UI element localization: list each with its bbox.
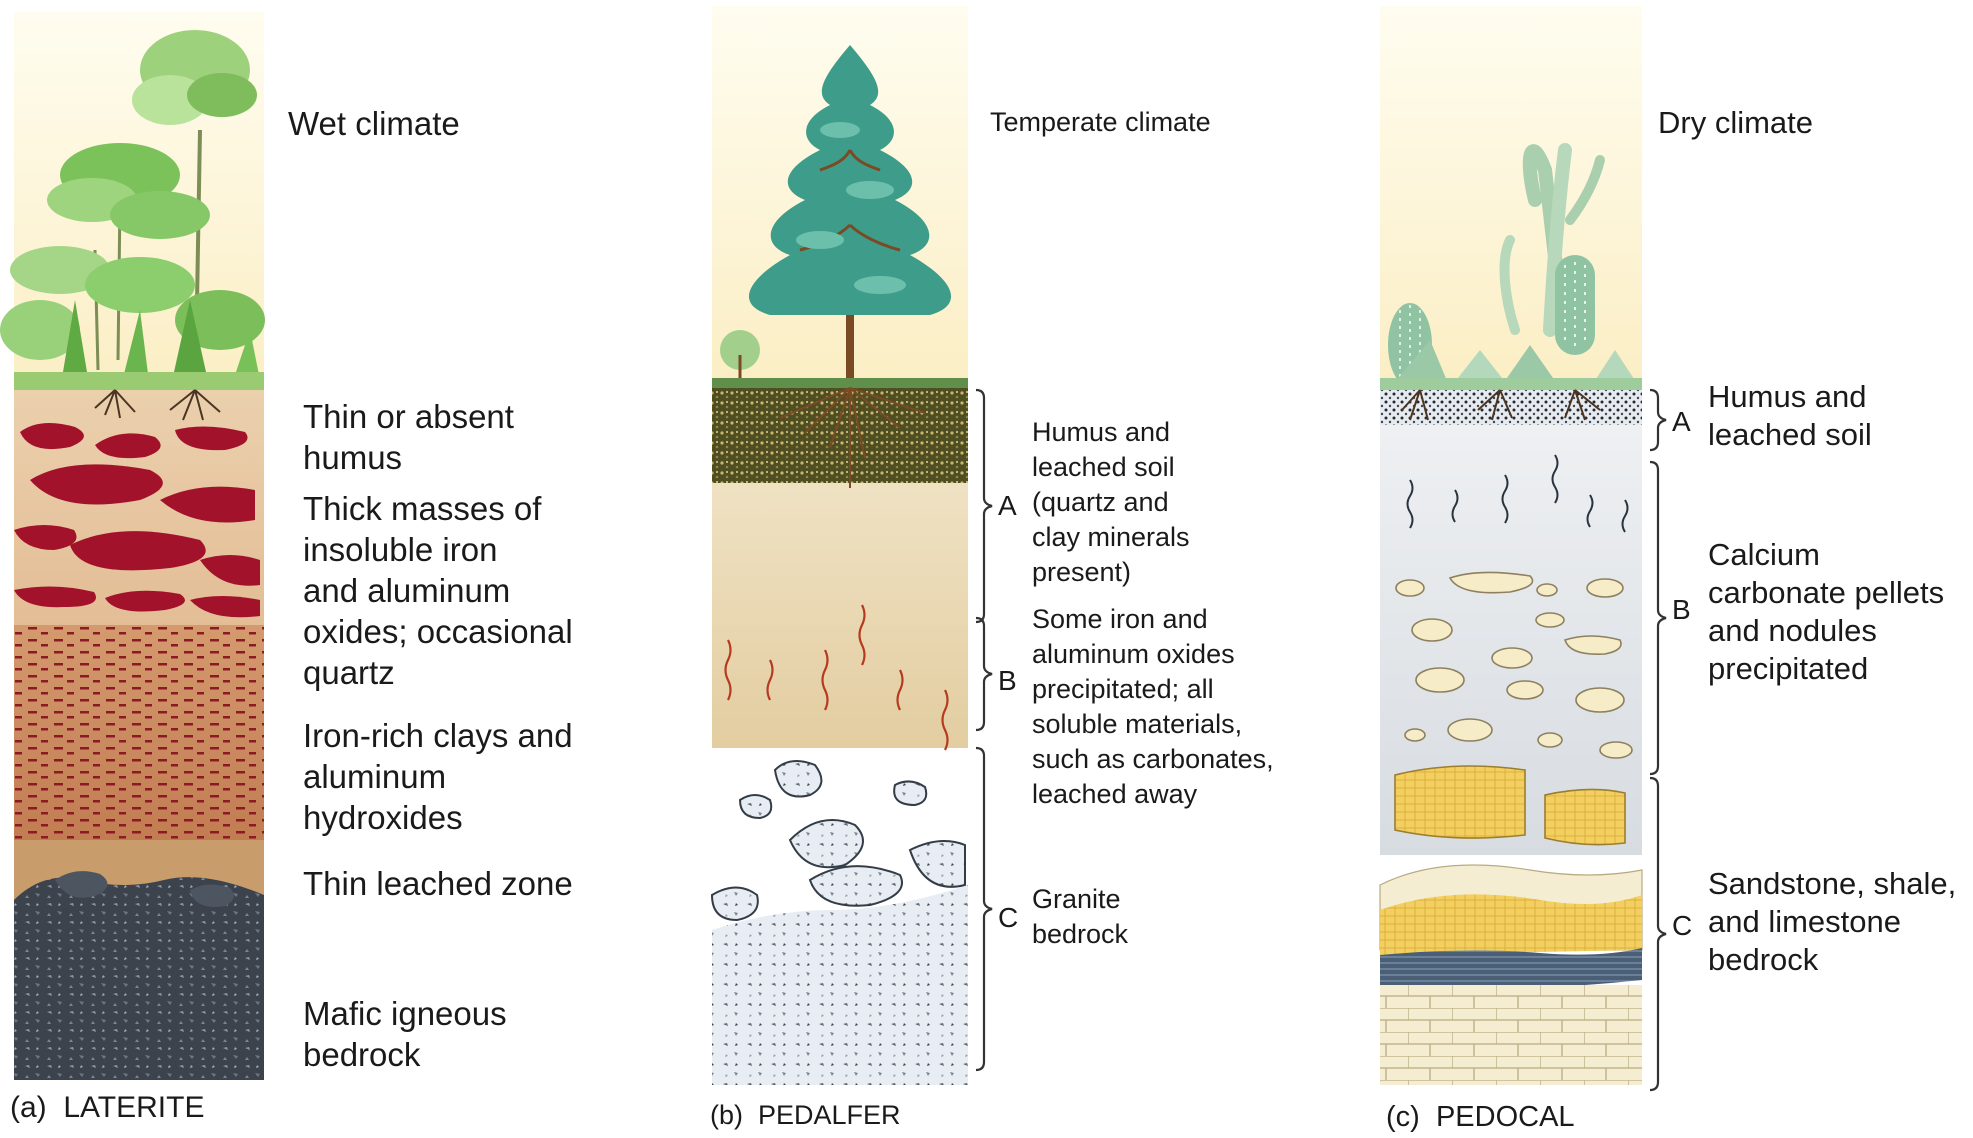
pedocal-caption: (c) PEDOCAL	[1386, 1100, 1575, 1134]
pedocal-horizon-c-letter: C	[1672, 910, 1692, 942]
laterite-climate-label: Wet climate	[288, 103, 460, 144]
bracket-pedocal-b	[1650, 462, 1666, 774]
pedalfer-humus-layer	[712, 388, 968, 483]
bracket-pedocal-a	[1650, 390, 1666, 450]
pedalfer-caption: (b) PEDALFER	[710, 1100, 901, 1132]
bracket-pedalfer-a	[976, 390, 992, 622]
bracket-pedalfer-c	[976, 748, 992, 1070]
pedocal-panel	[1380, 6, 1642, 1085]
granite-boulders	[712, 761, 965, 920]
mafic-bedrock	[14, 877, 264, 1080]
limestone-bedrock	[1380, 985, 1642, 1085]
laterite-caption: (a) LATERITE	[10, 1090, 204, 1125]
pedocal-horizon-b-letter: B	[1672, 594, 1691, 626]
pedalfer-horizon-c-letter: C	[998, 902, 1018, 934]
bracket-pedalfer-b	[976, 618, 992, 730]
laterite-horizon-4-label: Thin leached zone	[303, 863, 573, 904]
pedalfer-soil	[712, 483, 968, 748]
shale-layer	[1380, 948, 1642, 989]
pedalfer-horizon-a-letter: A	[998, 490, 1017, 522]
pedalfer-panel	[712, 6, 968, 1085]
sandstone-layer	[1380, 894, 1642, 955]
bracket-pedocal-c	[1650, 778, 1666, 1090]
clay-dashes	[14, 625, 264, 840]
pedocal-climate-label: Dry climate	[1658, 102, 1813, 143]
pedalfer-horizon-b-letter: B	[998, 665, 1017, 697]
pedalfer-climate-label: Temperate climate	[990, 105, 1211, 140]
laterite-panel	[0, 12, 265, 1080]
pedocal-horizon-a-letter: A	[1672, 406, 1691, 438]
